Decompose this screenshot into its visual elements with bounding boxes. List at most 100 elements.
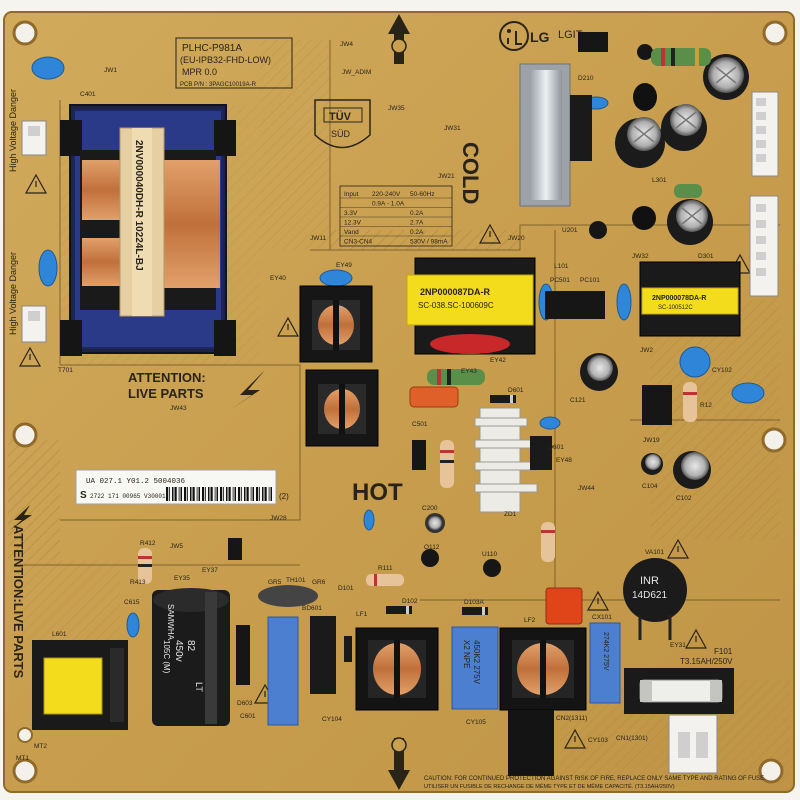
mount-hole bbox=[12, 422, 38, 448]
electrolytic-cap bbox=[615, 117, 665, 168]
electrolytic-cap bbox=[667, 199, 713, 245]
refdes-d102: D102 bbox=[402, 598, 418, 605]
x-cap-label-2: X2 NPE bbox=[462, 640, 471, 668]
refdes-q601: Q601 bbox=[548, 444, 564, 451]
warning-triangle-icon bbox=[18, 346, 42, 367]
refdes-jw5: JW5 bbox=[170, 543, 183, 550]
refdes-jw28: JW28 bbox=[270, 515, 287, 522]
bulk-cap-series: LT bbox=[194, 682, 204, 692]
lg-text: LG bbox=[530, 29, 550, 45]
refdes-r413: R413 bbox=[130, 579, 146, 586]
refdes-d210: D210 bbox=[578, 75, 594, 82]
refdes-jw32: JW32 bbox=[632, 253, 649, 260]
diode bbox=[386, 606, 412, 614]
refdes-cy104: CY104 bbox=[322, 716, 342, 723]
barcode-prefix: S bbox=[80, 490, 87, 501]
refdes-jw11: JW11 bbox=[310, 235, 327, 242]
refdes-c102: C102 bbox=[676, 495, 692, 502]
resistor bbox=[138, 548, 152, 584]
barcode-bar bbox=[241, 487, 242, 501]
diodes bbox=[344, 395, 516, 662]
refdes-ey49: EY49 bbox=[336, 262, 352, 269]
refdes-cy105: CY105 bbox=[466, 719, 486, 726]
refdes-jw31: JW31 bbox=[444, 125, 461, 132]
diode-bridge bbox=[578, 32, 608, 52]
electrolytic-cap bbox=[425, 513, 445, 533]
refdes-zd1: ZD1 bbox=[504, 511, 517, 518]
barcode-bar bbox=[180, 487, 182, 501]
spec-table-cell: 12.3V bbox=[344, 220, 362, 227]
primary-heatsink bbox=[474, 407, 552, 513]
spec-table-cell: 530V / 98mA bbox=[410, 239, 448, 246]
ntc-line-2: 14D621 bbox=[632, 590, 667, 601]
barcode-bar bbox=[252, 487, 254, 501]
ic-chip bbox=[228, 538, 242, 560]
diode bbox=[344, 636, 352, 662]
refdes-jw35: JW35 bbox=[388, 105, 405, 112]
input-choke-l601 bbox=[32, 640, 128, 730]
refdes-c601: C601 bbox=[240, 713, 256, 720]
electrolytic-cap bbox=[661, 104, 707, 151]
refdes-c104: C104 bbox=[642, 483, 658, 490]
barcode-bar bbox=[234, 487, 236, 501]
refdes-ey48: EY48 bbox=[556, 457, 572, 464]
right-transformer-line-1: 2NP000078DA-R bbox=[652, 295, 706, 302]
warning-triangle-icon bbox=[684, 628, 708, 649]
x-cap bbox=[589, 622, 621, 704]
refdes-u110: U110 bbox=[482, 551, 497, 558]
y-cap bbox=[539, 416, 561, 430]
spec-table-cell: 0.9A - 1.0A bbox=[372, 201, 405, 208]
resistor bbox=[440, 440, 454, 488]
resistor bbox=[683, 382, 697, 422]
refdes-u201: U201 bbox=[562, 227, 578, 234]
refdes-ey35: EY35 bbox=[174, 575, 190, 582]
choke-inductor-lower bbox=[305, 369, 379, 447]
bulk-capacitor: SAMWHA 82 450v 105C (M) LT bbox=[152, 588, 230, 726]
spec-table-cell: Vand bbox=[344, 229, 359, 236]
refdes-jw-adim: JW_ADIM bbox=[342, 69, 371, 76]
warning-triangle-icon bbox=[276, 316, 300, 337]
refdes-mt2: MT2 bbox=[34, 743, 47, 750]
warning-triangle-icon bbox=[586, 590, 610, 611]
refdes-c501: C501 bbox=[412, 421, 428, 428]
refdes-l301: L301 bbox=[652, 177, 667, 184]
right-transformer-line-2: SC-100512C bbox=[658, 305, 693, 311]
mounting-holes bbox=[12, 20, 788, 784]
refdes-jw21: JW21 bbox=[438, 173, 455, 180]
barcode-bar bbox=[223, 487, 224, 501]
fuse-label: F101 bbox=[714, 647, 733, 656]
refdes-lf1: LF1 bbox=[356, 611, 368, 618]
right-transformer: 2NP000078DA-R SC-100512C bbox=[639, 261, 741, 337]
bridge-rectifier bbox=[310, 616, 336, 694]
caution-fr-text: UTILISER UN FUSIBLE DE RECHANGE DE MÊME … bbox=[424, 782, 675, 790]
spec-table-cell: 0.2A bbox=[410, 229, 424, 236]
barcode-bar bbox=[166, 487, 169, 501]
refdes-ey37: EY37 bbox=[202, 567, 218, 574]
refdes-l601: L601 bbox=[52, 631, 67, 638]
refdes-r412: R412 bbox=[140, 540, 156, 547]
barcode-bar bbox=[190, 487, 192, 501]
spec-table-cell: Input bbox=[344, 191, 359, 198]
mosfet bbox=[412, 440, 426, 470]
refdes-mt1: MT1 bbox=[16, 755, 29, 762]
lgit-text: LGIT bbox=[558, 29, 583, 41]
model-line-3: MPR 0.0 bbox=[182, 67, 217, 77]
diode bbox=[490, 395, 516, 403]
barcode-bar bbox=[202, 487, 205, 501]
arrow-up-icon bbox=[388, 14, 410, 64]
mount-hole bbox=[12, 758, 38, 784]
high-voltage-label-2: High Voltage Danger bbox=[8, 252, 18, 335]
lightning-icon bbox=[10, 505, 32, 530]
attention-label: ATTENTION: bbox=[128, 370, 206, 385]
barcode-line-2: 2722 171 00965 V30001 bbox=[90, 493, 166, 500]
barcode-bar bbox=[246, 487, 249, 501]
refdes-gr6: GR6 bbox=[312, 579, 326, 586]
barcode-bar bbox=[192, 487, 195, 501]
refdes-d103a: D103A bbox=[464, 599, 485, 606]
y-cap bbox=[731, 382, 765, 404]
refdes-c121: C121 bbox=[570, 397, 586, 404]
red-box-cap bbox=[545, 587, 583, 625]
right-connectors bbox=[749, 91, 779, 297]
ntc-thermistor: INR 14D621 bbox=[623, 558, 687, 640]
orange-cap bbox=[409, 386, 459, 408]
